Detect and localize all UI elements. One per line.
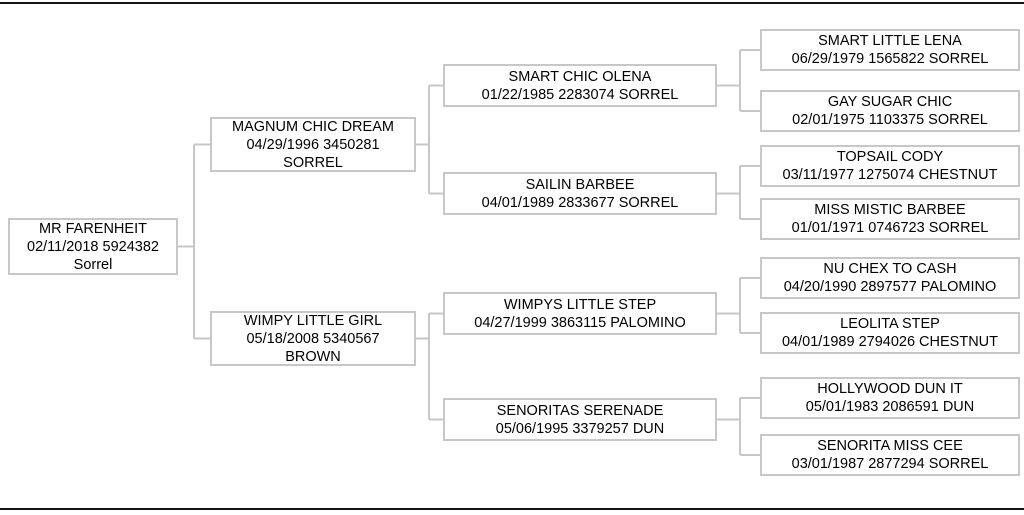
node-sire: MAGNUM CHIC DREAM 04/29/1996 3450281 SOR… (210, 117, 416, 172)
horse-name: MR FARENHEIT (39, 220, 147, 237)
node-maternal-grandsire: WIMPYS LITTLE STEP 04/27/1999 3863115 PA… (443, 292, 717, 335)
horse-name: MAGNUM CHIC DREAM (232, 118, 394, 135)
horse-color: Sorrel (73, 256, 113, 273)
node-maternal-granddam: SENORITAS SERENADE 05/06/1995 3379257 DU… (443, 398, 717, 441)
horse-info: 05/01/1983 2086591 DUN (805, 399, 975, 415)
node-subject-horse: MR FARENHEIT 02/11/2018 5924382 Sorrel (8, 218, 178, 275)
horse-name: HOLLYWOOD DUN IT (817, 381, 963, 397)
horse-name: GAY SUGAR CHIC (827, 94, 953, 110)
horse-info: 04/27/1999 3863115 PALOMINO (474, 314, 686, 331)
node-great-grandparent-4: MISS MISTIC BARBEE 01/01/1971 0746723 SO… (760, 198, 1020, 240)
node-great-grandparent-2: GAY SUGAR CHIC 02/01/1975 1103375 SORREL (760, 90, 1020, 132)
horse-name: SENORITAS SERENADE (496, 402, 664, 419)
horse-info: 01/01/1971 0746723 SORREL (791, 220, 989, 236)
node-great-grandparent-8: SENORITA MISS CEE 03/01/1987 2877294 SOR… (760, 434, 1020, 476)
bottom-page-rule (0, 508, 1024, 510)
horse-color: SORREL (283, 154, 343, 171)
horse-name: LEOLITA STEP (840, 316, 940, 332)
horse-name: SENORITA MISS CEE (817, 438, 963, 454)
top-page-rule (0, 2, 1024, 4)
horse-info: 04/20/1990 2897577 PALOMINO (783, 279, 997, 295)
horse-name: WIMPY LITTLE GIRL (243, 312, 383, 329)
horse-name: TOPSAIL CODY (836, 149, 944, 165)
horse-info: 03/01/1987 2877294 SORREL (791, 456, 989, 472)
horse-name: MISS MISTIC BARBEE (814, 202, 966, 218)
horse-color: BROWN (285, 348, 341, 365)
horse-info: 05/06/1995 3379257 DUN (495, 420, 665, 437)
node-great-grandparent-6: LEOLITA STEP 04/01/1989 2794026 CHESTNUT (760, 312, 1020, 354)
horse-info: 02/01/1975 1103375 SORREL (792, 112, 988, 128)
horse-info: 04/01/1989 2833677 SORREL (481, 194, 679, 211)
node-paternal-granddam: SAILIN BARBEE 04/01/1989 2833677 SORREL (443, 172, 717, 215)
node-great-grandparent-5: NU CHEX TO CASH 04/20/1990 2897577 PALOM… (760, 257, 1020, 299)
horse-name: SMART LITTLE LENA (818, 33, 962, 49)
horse-info: 01/22/1985 2283074 SORREL (481, 86, 679, 103)
horse-info: 06/29/1979 1565822 SORREL (791, 51, 989, 67)
node-great-grandparent-1: SMART LITTLE LENA 06/29/1979 1565822 SOR… (760, 29, 1020, 71)
horse-info: 04/01/1989 2794026 CHESTNUT (781, 334, 999, 350)
horse-name: NU CHEX TO CASH (823, 261, 957, 277)
horse-info: 04/29/1996 3450281 (246, 136, 380, 153)
horse-name: SAILIN BARBEE (525, 176, 635, 193)
horse-name: WIMPYS LITTLE STEP (503, 296, 657, 313)
horse-info: 03/11/1977 1275074 CHESTNUT (782, 167, 998, 183)
horse-name: SMART CHIC OLENA (508, 68, 652, 85)
horse-info: 05/18/2008 5340567 (246, 330, 380, 347)
horse-info: 02/11/2018 5924382 (27, 238, 159, 255)
node-great-grandparent-3: TOPSAIL CODY 03/11/1977 1275074 CHESTNUT (760, 145, 1020, 187)
node-dam: WIMPY LITTLE GIRL 05/18/2008 5340567 BRO… (210, 311, 416, 366)
node-great-grandparent-7: HOLLYWOOD DUN IT 05/01/1983 2086591 DUN (760, 377, 1020, 419)
node-paternal-grandsire: SMART CHIC OLENA 01/22/1985 2283074 SORR… (443, 64, 717, 107)
